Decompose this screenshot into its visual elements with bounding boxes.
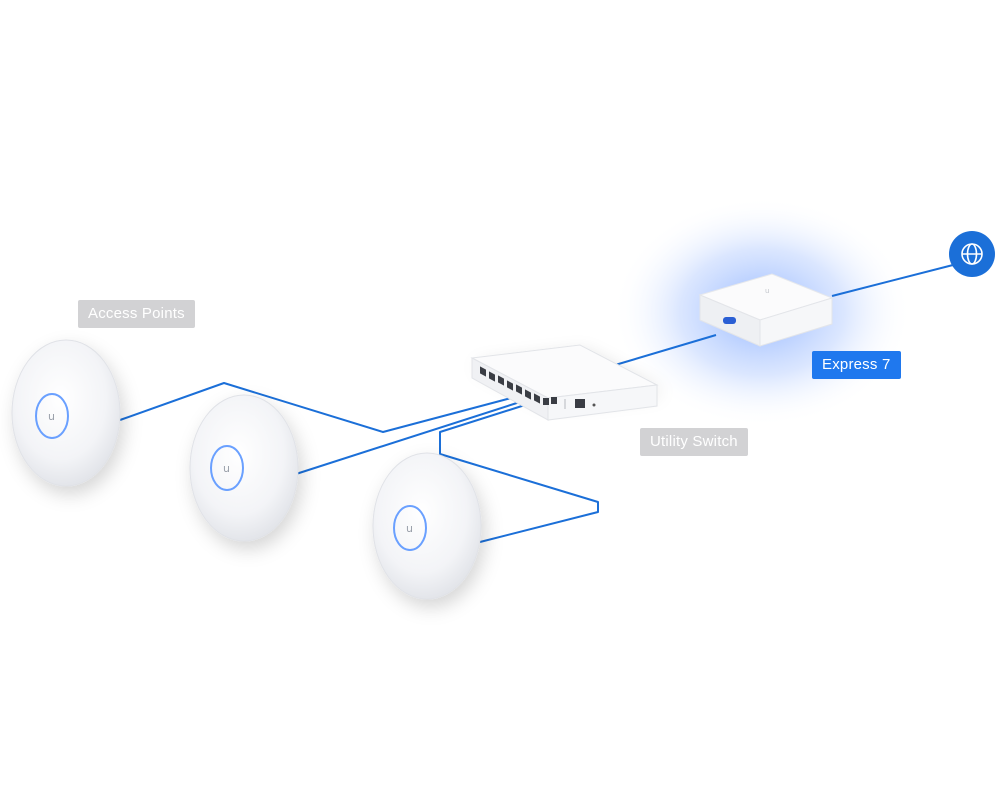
internet-node [949,231,995,277]
ubiquiti-logo-icon: u [406,522,413,535]
access-point-3 [372,452,482,600]
switch-status-led [592,403,596,407]
access-point-3-led-ring [393,505,427,551]
globe-icon [961,243,983,265]
access-point-1 [11,339,121,487]
express-port [723,317,736,324]
cable-switch-to-ap-1 [119,382,516,433]
cable-switch-to-ap-2 [295,401,521,475]
express-7-label: Express 7 [812,351,901,379]
switch-sfp-port [575,399,585,408]
cable-express-to-internet [831,264,954,297]
switch-ethernet-ports [480,366,557,405]
cables [119,264,954,543]
ubiquiti-logo-icon: u [223,462,230,475]
utility-switch-label: Utility Switch [640,428,748,456]
ubiquiti-logo-icon: u [765,287,769,295]
ubiquiti-logo-icon: u [48,410,55,423]
utility-switch [470,344,659,421]
cable-switch-to-ap-3 [439,404,599,543]
cable-switch-to-express [604,334,717,369]
express-7-gateway: u [698,273,834,347]
access-point-1-led-ring [35,393,69,439]
access-points-label: Access Points [78,300,195,328]
access-point-2-led-ring [210,445,244,491]
